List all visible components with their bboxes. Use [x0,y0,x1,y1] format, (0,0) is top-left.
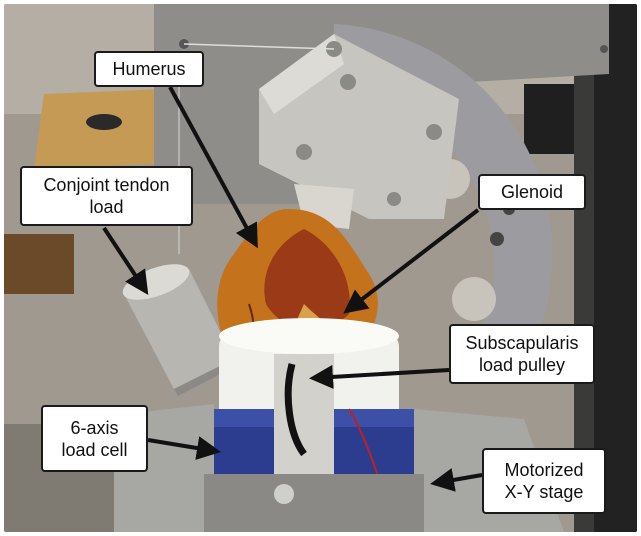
glenoid-label: Glenoid [478,174,586,210]
experimental-setup-photo [4,4,637,532]
subscapularis-arrow [309,364,450,389]
computer-mouse [86,114,122,130]
conjoint-tendon-load-label: Conjoint tendon load [20,166,193,226]
humerus-arrow [168,86,258,249]
pulley-belt [284,363,307,457]
photo-illustration [4,4,637,532]
chair [4,234,74,294]
six-axis-load-cell-label: 6-axis load cell [41,405,148,472]
conjoint-arrow [102,226,149,296]
load-cell-arrow [147,436,221,460]
subscapularis-load-pulley-label: Subscapularis load pulley [449,324,595,384]
humerus-label: Humerus [94,51,204,87]
stage-base [204,474,424,532]
motorized-xy-stage-label: Motorized X-Y stage [482,448,606,514]
stage-arrow [430,468,483,492]
glenoid-arrow [343,208,480,314]
